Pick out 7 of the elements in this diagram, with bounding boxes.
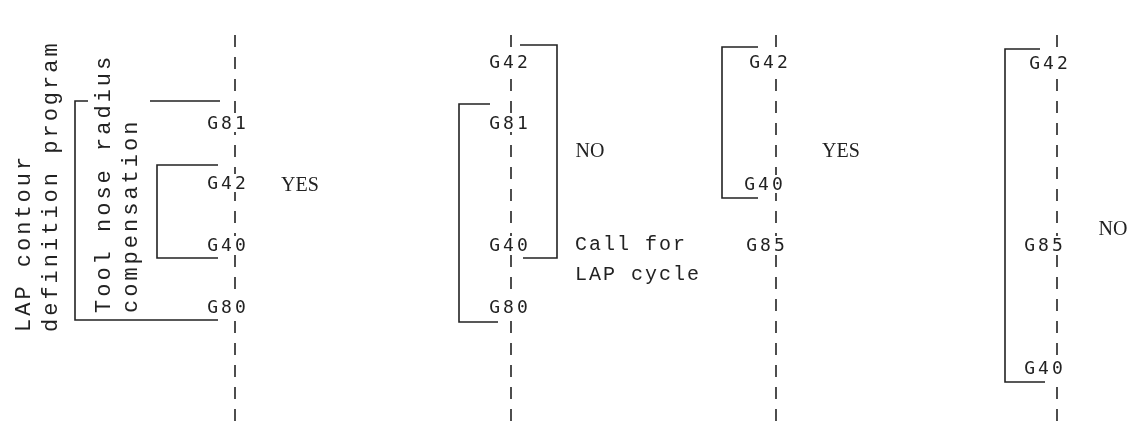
rotated-label: Tool nose radius compensation: [91, 52, 145, 313]
answer-label: YES: [281, 174, 319, 194]
answer-label: NO: [575, 140, 605, 160]
note-label: Call for LAP cycle: [575, 232, 703, 288]
rotated-label: LAP contour definition program: [11, 39, 65, 332]
answer-label: NO: [1098, 218, 1128, 238]
answer-label: YES: [822, 140, 860, 160]
